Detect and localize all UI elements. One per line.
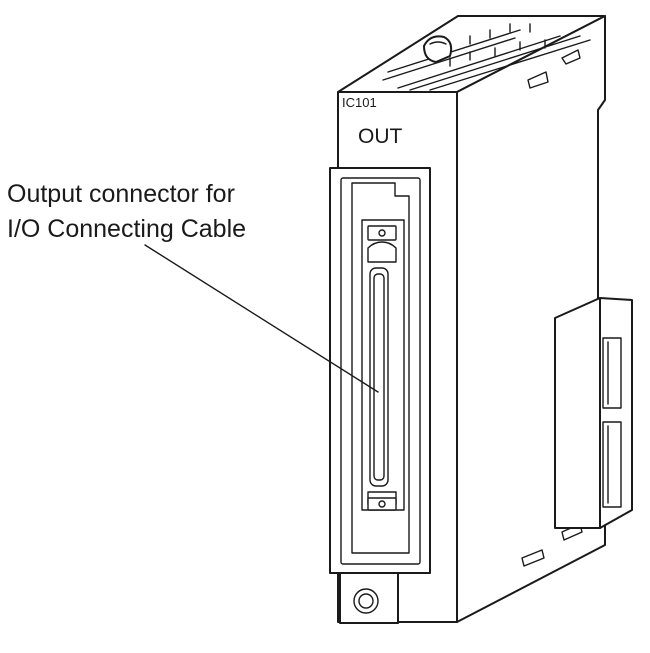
output-connector-assembly — [329, 167, 431, 574]
top-vents — [382, 23, 591, 91]
callout-line-1: Output connector for — [7, 180, 235, 208]
callout-leader-line — [144, 244, 379, 393]
side-expansion-connector — [554, 297, 633, 529]
top-knob — [423, 35, 453, 63]
callout-line-2: I/O Connecting Cable — [7, 215, 246, 243]
bottom-screw — [339, 572, 399, 624]
model-label: IC101 — [342, 95, 377, 110]
port-label: OUT — [358, 125, 403, 148]
